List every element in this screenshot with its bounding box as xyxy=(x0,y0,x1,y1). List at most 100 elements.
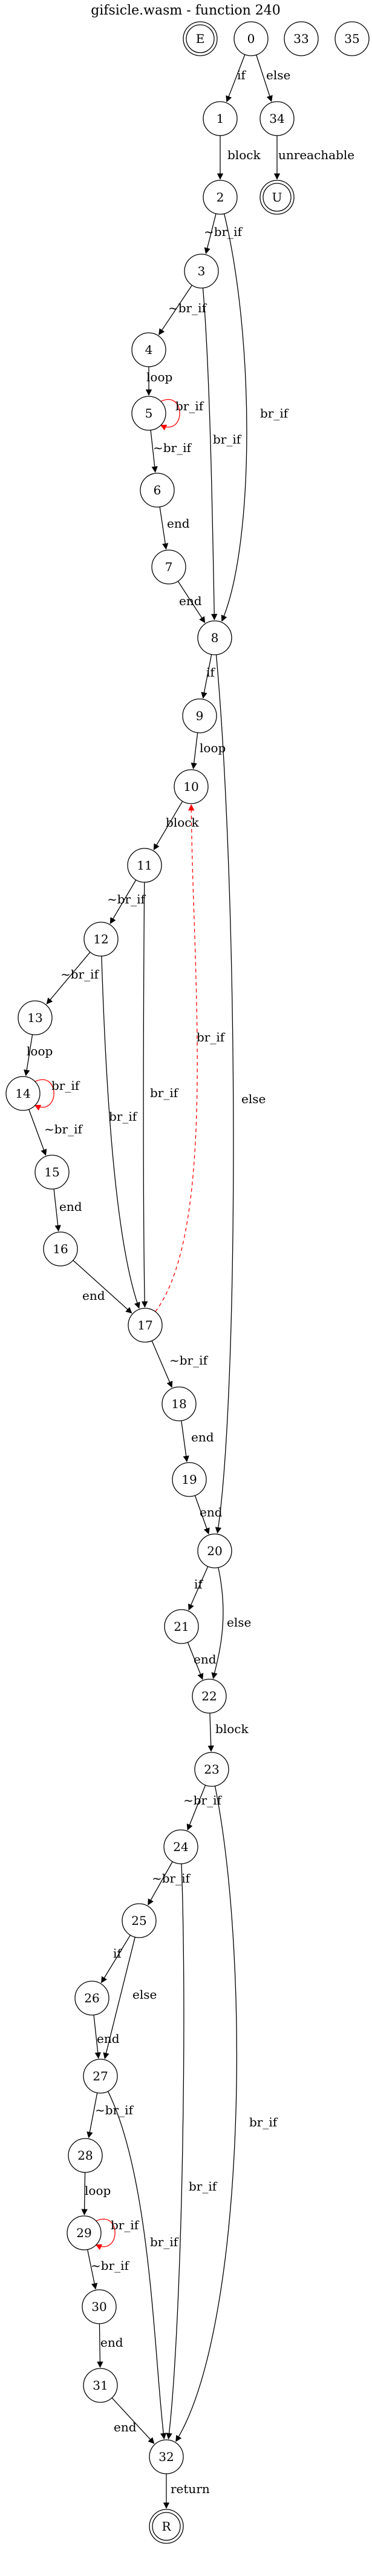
node-circle xyxy=(140,473,175,508)
edge-6-to-7: end xyxy=(159,506,190,550)
edge-line xyxy=(160,399,180,431)
edge-label: ~br_if xyxy=(60,967,100,982)
edge-line xyxy=(187,1642,204,1680)
edge-line xyxy=(221,214,247,622)
edge-label: else xyxy=(227,1615,251,1630)
edge-line xyxy=(111,2397,155,2444)
edge-line xyxy=(215,654,234,1534)
edge-7-to-8: end xyxy=(177,581,206,623)
edge-line xyxy=(188,1566,209,1611)
node-circle xyxy=(259,101,295,136)
node-circle xyxy=(151,549,186,585)
node-label: 23 xyxy=(204,1762,219,1777)
edge-line xyxy=(204,213,217,254)
node-18: 18 xyxy=(162,1386,197,1421)
edge-32-to-R: return xyxy=(163,2473,210,2509)
edge-label: block xyxy=(166,815,199,830)
node-label: 12 xyxy=(93,932,108,946)
node-4: 4 xyxy=(131,332,166,367)
edge-2-to-8: br_if xyxy=(221,214,289,622)
edge-line xyxy=(151,1340,173,1388)
node-circle xyxy=(172,1462,207,1497)
node-20: 20 xyxy=(197,1533,232,1568)
edge-label: br_if xyxy=(249,2115,278,2129)
node-8: 8 xyxy=(197,620,232,655)
node-0: 0 xyxy=(233,21,269,56)
edge-line xyxy=(148,1861,173,1906)
node-label: 14 xyxy=(15,1086,30,1101)
node-29: 29 xyxy=(67,2215,102,2250)
edge-label: end xyxy=(100,2335,123,2350)
node-label: 28 xyxy=(77,2148,93,2163)
edge-line xyxy=(158,284,192,335)
edge-label: ~br_if xyxy=(204,224,243,239)
edge-label: else xyxy=(132,1987,157,2002)
node-circle xyxy=(162,1386,197,1421)
edge-label: ~br_if xyxy=(91,2258,130,2273)
edge-5-to-6: ~br_if xyxy=(150,430,192,473)
node-label: 33 xyxy=(293,31,308,46)
node-label: 8 xyxy=(211,631,219,645)
node-26: 26 xyxy=(74,1981,109,2016)
edge-0-to-1: if xyxy=(226,54,246,102)
edge-20-to-22: else xyxy=(211,1567,251,1679)
edge-line xyxy=(150,430,158,473)
edge-12-to-17: br_if xyxy=(101,955,140,1309)
node-circle xyxy=(83,2059,118,2094)
node-16: 16 xyxy=(43,1231,78,1267)
node-circle xyxy=(197,1533,232,1568)
node-label: 21 xyxy=(174,1619,189,1634)
node-10: 10 xyxy=(174,769,209,804)
edge-label: ~br_if xyxy=(183,1793,223,1807)
edge-label: br_if xyxy=(111,2218,140,2232)
edge-label: br_if xyxy=(109,1109,138,1124)
node-25: 25 xyxy=(122,1903,157,1938)
edge-label: ~br_if xyxy=(152,1871,191,1886)
edge-3-to-4: ~br_if xyxy=(158,284,207,335)
node-label: E xyxy=(196,31,205,46)
edge-line xyxy=(95,2218,116,2250)
edge-line xyxy=(141,882,148,1308)
node-label: 9 xyxy=(196,709,204,723)
node-label: U xyxy=(272,190,282,205)
node-label: 18 xyxy=(171,1397,186,1411)
node-circle xyxy=(18,1000,53,1035)
node-label: 25 xyxy=(131,1913,146,1928)
node-circle xyxy=(122,1903,157,1938)
edge-11-to-17: br_if xyxy=(141,882,179,1308)
edge-line xyxy=(97,2323,103,2368)
edge-label: loop xyxy=(85,2183,111,2198)
node-label: 16 xyxy=(53,1242,68,1256)
edge-line xyxy=(175,1786,237,2442)
edge-label: end xyxy=(179,594,202,608)
node-label: 1 xyxy=(217,111,224,126)
edge-line xyxy=(191,732,198,770)
edge-line xyxy=(159,506,169,550)
edge-23-to-32: br_if xyxy=(175,1786,278,2442)
edge-line xyxy=(46,952,91,1005)
edge-13-to-14: loop xyxy=(24,1034,53,1077)
node-circle xyxy=(68,2138,103,2173)
node-label: 34 xyxy=(269,111,284,126)
edge-line xyxy=(101,955,140,1309)
node-label: 3 xyxy=(198,264,206,278)
node-circle xyxy=(194,1752,229,1787)
edge-10-to-11: block xyxy=(153,801,199,851)
node-label: 20 xyxy=(207,1544,222,1558)
edge-label: br_if xyxy=(197,1030,226,1044)
edge-label: return xyxy=(171,2482,210,2496)
edge-label: end xyxy=(167,516,190,531)
node-label: 10 xyxy=(183,779,198,794)
node-22: 22 xyxy=(192,1679,227,1714)
node-label: 22 xyxy=(201,1689,217,1703)
edge-label: loop xyxy=(200,741,226,755)
edge-line xyxy=(202,287,218,621)
node-inner-circle xyxy=(263,183,292,212)
edge-line xyxy=(53,1188,61,1232)
graph-title: gifsicle.wasm - function 240 xyxy=(91,3,281,18)
edge-line xyxy=(211,1567,224,1679)
edge-26-to-27: end xyxy=(93,2014,120,2059)
edge-line xyxy=(28,1109,47,1156)
